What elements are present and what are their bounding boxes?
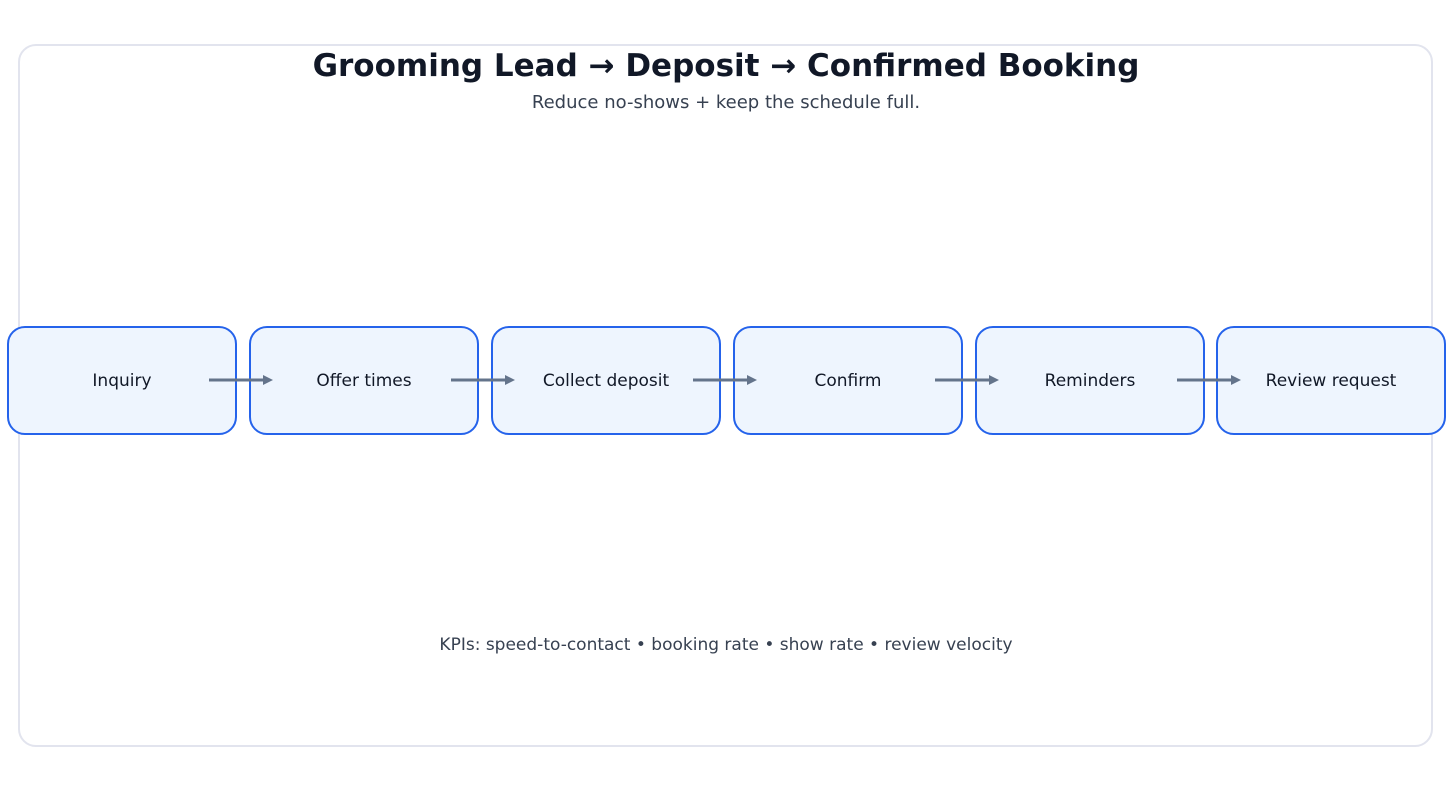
- step-collect-deposit: Collect deposit: [491, 326, 721, 435]
- arrow-right-icon: [693, 375, 757, 385]
- diagram-subtitle: Reduce no-shows + keep the schedule full…: [531, 92, 921, 113]
- step-label: Collect deposit: [542, 370, 670, 391]
- step-label: Inquiry: [92, 370, 152, 391]
- arrow-right-icon: [451, 375, 515, 385]
- step-offer-times: Offer times: [249, 326, 479, 435]
- step-review-request: Review request: [1216, 326, 1446, 435]
- step-label: Offer times: [316, 370, 412, 391]
- diagram-title: Grooming Lead → Deposit → Confirmed Book…: [312, 48, 1140, 84]
- arrow-right-icon: [209, 375, 273, 385]
- step-label: Reminders: [1044, 370, 1136, 391]
- step-confirm: Confirm: [733, 326, 963, 435]
- arrow-right-icon: [935, 375, 999, 385]
- step-reminders: Reminders: [975, 326, 1205, 435]
- kpi-footnote: KPIs: speed-to-contact • booking rate • …: [439, 635, 1013, 655]
- step-inquiry: Inquiry: [7, 326, 237, 435]
- step-label: Review request: [1265, 370, 1397, 391]
- arrow-right-icon: [1177, 375, 1241, 385]
- step-label: Confirm: [814, 370, 882, 391]
